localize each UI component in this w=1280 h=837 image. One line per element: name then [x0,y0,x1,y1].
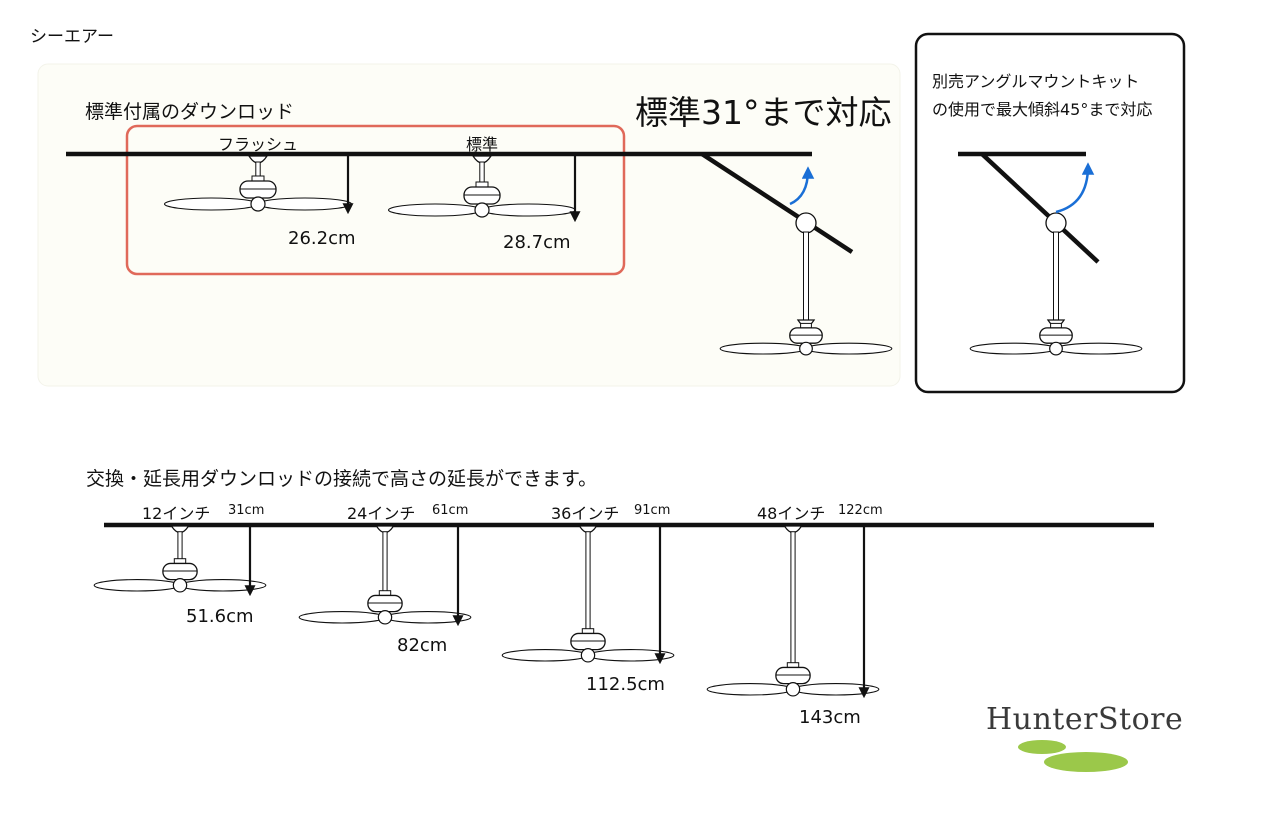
blade-left [387,203,483,217]
fan-extension-4 [706,525,880,697]
hunterstore-logo: HunterStore [986,702,1184,737]
flush-label: フラッシュ [218,135,299,154]
fan-angle-kit [969,319,1143,356]
fan-extension-1 [93,525,267,593]
sloped-downrod [803,231,809,325]
motor-collar [581,628,595,634]
rod-24-measure: 82cm [397,635,448,656]
fan-standard-rod [387,155,577,218]
rod-48-cm-label: 122cm [838,503,883,518]
motor-collar [800,322,812,329]
standard-downrod-title: 標準付属のダウンロッド [85,101,295,123]
standard-measure: 28.7cm [503,232,571,253]
kit-mount-ball [1045,212,1067,234]
kit-downrod [1053,231,1059,325]
blade-left [501,649,589,662]
blade-right [481,203,577,217]
rod-36-measure: 112.5cm [586,674,665,695]
light-cap [250,196,266,212]
light-cap [172,578,188,593]
motor-collar [251,175,265,182]
rod-36-inch-label: 36インチ [551,504,620,523]
standard-label: 標準 [466,135,499,154]
rod-24-inch-label: 24インチ [347,504,416,523]
logo-accent-large [1044,752,1128,772]
blade-left [93,579,181,592]
blade-left [969,342,1057,355]
blade-right [805,342,893,355]
fan-extension-2 [298,525,472,625]
rod-48-inch-label: 48インチ [757,504,826,523]
light-cap [474,202,490,218]
blade-left [719,342,807,355]
fan-extension-3 [501,525,675,663]
fan-sloped [719,319,893,356]
motor-collar [173,558,187,564]
fan-flush [163,155,353,212]
motor-collar [475,181,489,188]
motor-collar [378,590,392,596]
sloped-ceiling [700,152,854,254]
rod-24-cm-label: 61cm [432,503,469,518]
blade-right [792,683,880,696]
light-cap [377,610,393,625]
blade-left [163,197,259,211]
light-cap [580,648,596,663]
light-cap [1049,341,1063,356]
blade-left [706,683,794,696]
logo-accent-small [1018,740,1066,754]
downrod [585,531,591,632]
angle-kit-line-2: の使用で最大傾斜45°まで対応 [932,100,1153,119]
angle-kit-line-1: 別売アングルマウントキット [932,72,1140,91]
angle-kit-panel [914,32,1186,394]
blade-right [1055,342,1143,355]
downrod [382,531,388,594]
standard-panel [37,63,901,387]
kit-sloped-ceiling [980,152,1100,264]
rod-48-measure: 143cm [799,707,861,728]
blade-right [257,197,353,211]
motor-collar [1050,322,1062,329]
rod-12-inch-label: 12インチ [142,504,211,523]
product-name: シーエアー [30,27,114,47]
rod-36-cm-label: 91cm [634,503,671,518]
motor-collar [786,662,800,668]
downrod [790,531,796,666]
extension-title: 交換・延長用ダウンロッドの接続で高さの延長ができます。 [86,468,598,490]
light-cap [785,682,801,697]
rod-12-measure: 51.6cm [186,606,254,627]
sloped-mount-ball [795,212,817,234]
downrod [177,531,183,562]
kit-angle-arrow [1055,162,1095,214]
flush-measure: 26.2cm [288,228,356,249]
highlight-box [125,124,626,276]
blade-left [298,611,386,624]
blade-right [179,579,267,592]
downrod [479,161,485,185]
light-cap [799,341,813,356]
standard-angle-headline: 標準31°まで対応 [635,93,892,132]
angle-arrow [789,166,815,206]
rod-12-cm-label: 31cm [228,503,265,518]
